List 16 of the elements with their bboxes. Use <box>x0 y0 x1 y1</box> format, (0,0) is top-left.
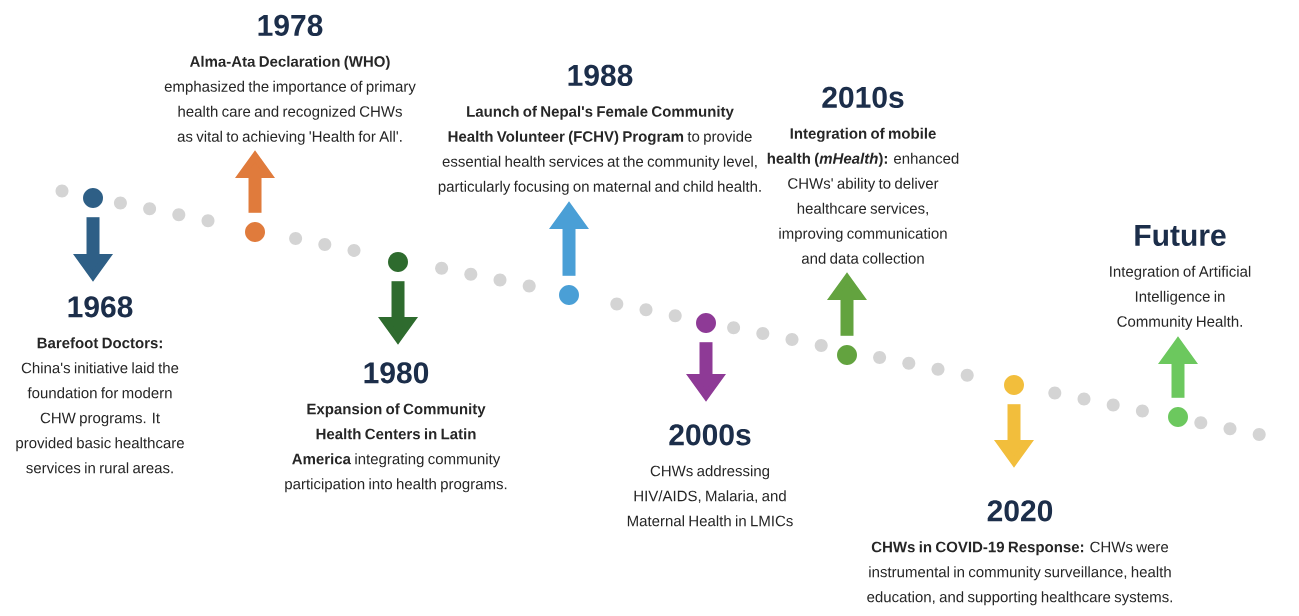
timeline-dot <box>696 313 716 333</box>
event-text: 1980 Expansion of Community Health Centers in Latin America integrating community participation into health programs. <box>285 362 507 493</box>
event-text: 1968 Barefoot Doctors: China's initiative laid the foundation for modern CHW programs. It provided basic healthcare services in rural areas. <box>16 296 184 474</box>
timeline-dot <box>388 252 408 272</box>
timeline-dot <box>1004 375 1024 395</box>
event-text: 1988 Launch of Nepal's Female Community Health Volunteer (FCHV) Program to provide essential health services at the community level, particularly focusing on maternal and child health. <box>438 64 761 195</box>
timeline-dot <box>245 222 265 242</box>
event-text: 2010s Integration of mobile health (mHealth): enhanced CHWs' ability to deliver healthcare services, improving communication and data collection <box>767 86 959 264</box>
event-text: Future Integration of Artificial Intelligence in Community Health. <box>1110 225 1251 330</box>
event-text: 1978 Alma-Ata Declaration (WHO) emphasized the importance of primary health care and recognized CHWs as vital to achieving 'Health for All'. <box>164 14 416 145</box>
event-text: 2020 CHWs in COVID-19 Response: CHWs were instrumental in community surveillance, health education, and supporting healthcare systems. <box>867 500 1172 606</box>
event-text: 2000s CHWs addressing HIV/AIDS, Malaria, and Maternal Health in LMICs <box>627 424 793 527</box>
timeline-dot <box>83 188 103 208</box>
timeline-dot <box>837 345 857 365</box>
timeline-dot <box>1168 407 1188 427</box>
timeline-dot <box>559 285 579 305</box>
